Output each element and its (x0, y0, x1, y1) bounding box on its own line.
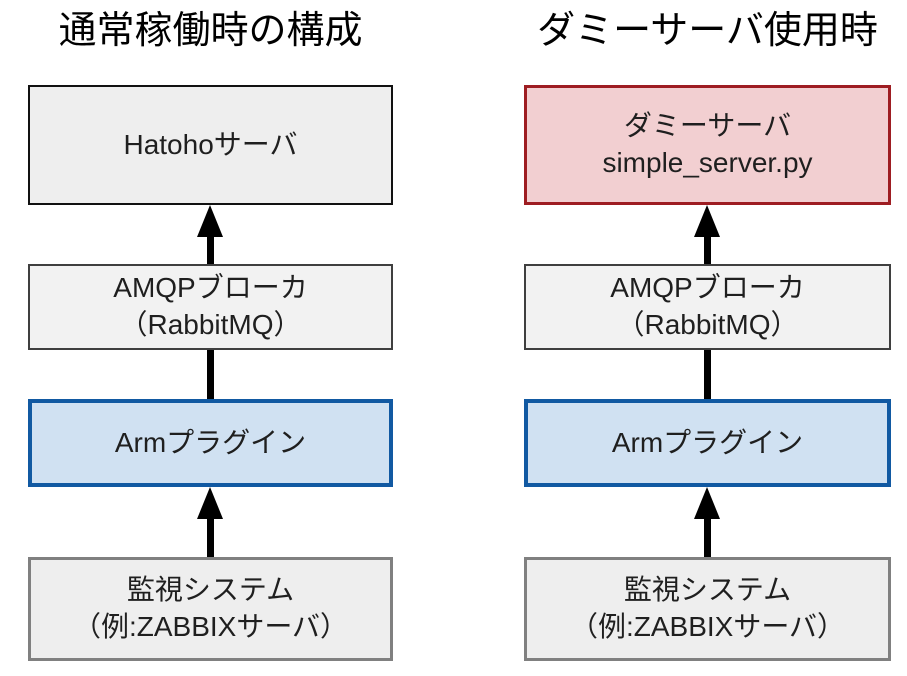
box-label-line: simple_server.py (602, 147, 813, 178)
box-label-line: Armプラグイン (611, 426, 804, 458)
box-label-line: （例:ZABBIXサーバ） (569, 611, 846, 642)
box-label-line: 監視システム (623, 574, 792, 606)
arrow-shaft (207, 515, 214, 557)
arrow-shaft (207, 233, 214, 264)
box-monitoring-system-left: 監視システム （例:ZABBIXサーバ） (28, 557, 393, 661)
box-label-line: 監視システム (126, 574, 295, 606)
arrowhead-up-icon (197, 205, 223, 237)
box-amqp-broker-left: AMQPブローカ （RabbitMQ） (28, 264, 393, 350)
box-label-line: Armプラグイン (114, 426, 307, 458)
box-arm-plugin-left: Armプラグイン (28, 399, 393, 487)
box-label-line: AMQPブローカ (113, 272, 308, 304)
arrowhead-up-icon (694, 487, 720, 519)
connector-line (704, 350, 711, 399)
right-column-title: ダミーサーバ使用時 (537, 10, 878, 52)
arrow-shaft (704, 515, 711, 557)
box-label-line: Hatohoサーバ (123, 128, 298, 160)
box-label-line: AMQPブローカ (610, 272, 805, 304)
box-monitoring-system-right: 監視システム （例:ZABBIXサーバ） (524, 557, 891, 661)
box-label-line: ダミーサーバ (623, 110, 792, 142)
connector-line (207, 350, 214, 399)
left-column-title: 通常稼働時の構成 (58, 10, 363, 52)
arrowhead-up-icon (694, 205, 720, 237)
box-arm-plugin-right: Armプラグイン (524, 399, 891, 487)
box-dummy-server: ダミーサーバ simple_server.py (524, 85, 891, 205)
arrowhead-up-icon (197, 487, 223, 519)
box-amqp-broker-right: AMQPブローカ （RabbitMQ） (524, 264, 891, 350)
box-label-line: （例:ZABBIXサーバ） (72, 611, 349, 642)
box-label-line: （RabbitMQ） (616, 309, 799, 340)
box-hatoho-server: Hatohoサーバ (28, 85, 393, 205)
box-label-line: （RabbitMQ） (119, 309, 302, 340)
arrow-shaft (704, 233, 711, 264)
